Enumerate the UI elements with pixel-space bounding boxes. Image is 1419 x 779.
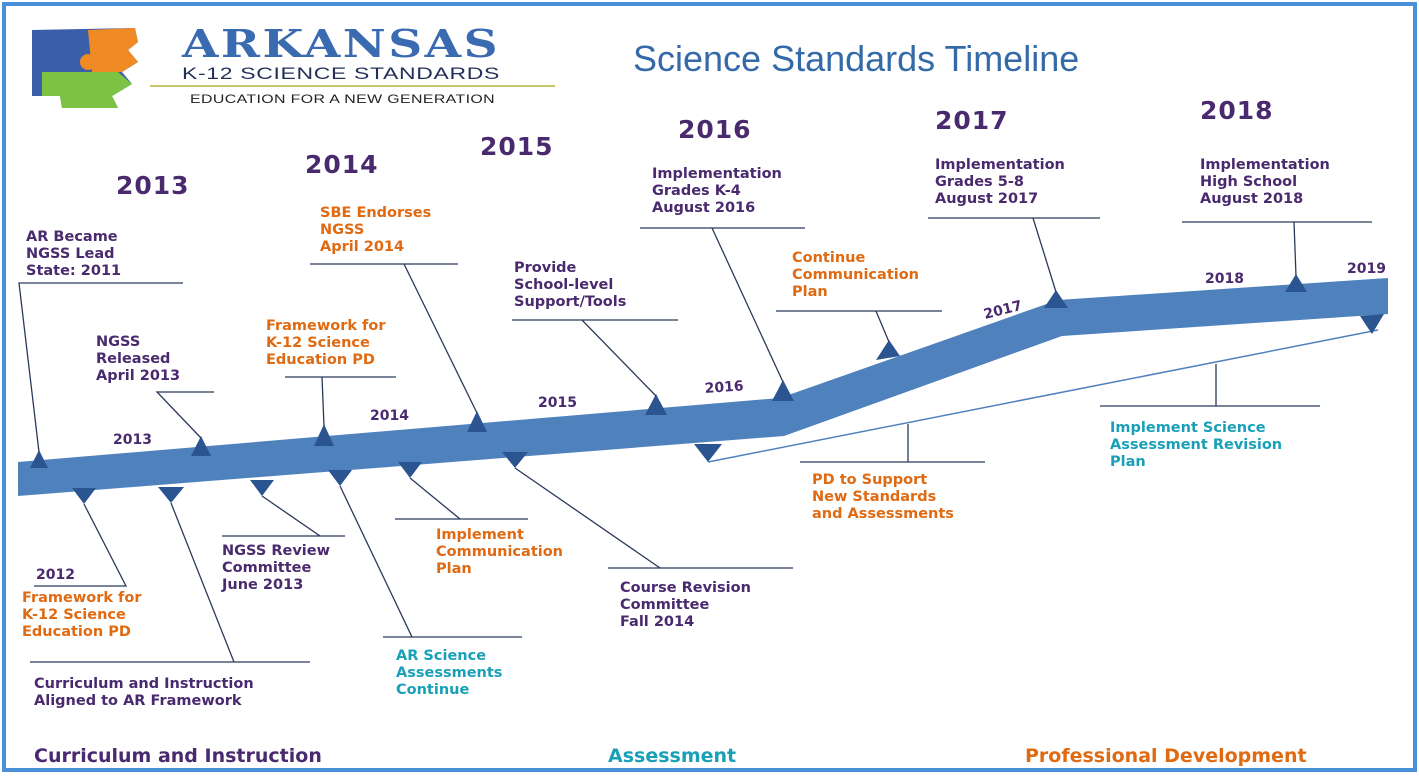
connector-line <box>395 477 528 520</box>
timeline-return-line <box>707 329 1379 463</box>
event-marker <box>314 424 334 446</box>
event-label-implement-communication: Implement Communication Plan <box>436 527 568 577</box>
connector-line <box>928 217 1100 293</box>
line-year-label: 2013 <box>113 432 152 448</box>
event-label-assessment-revision: Implement Science Assessment Revision Pl… <box>1110 420 1287 470</box>
legend-assessment: Assessment <box>608 745 736 767</box>
puzzle-piece-orange-icon <box>88 28 138 72</box>
connector-line <box>640 227 805 383</box>
connector-line <box>1182 221 1372 277</box>
event-label-support-tools: Provide School-level Support/Tools <box>514 260 626 310</box>
event-marker <box>1360 314 1384 334</box>
connector-line <box>310 263 478 414</box>
event-marker <box>250 480 274 496</box>
event-label-impl-high-school: Implementation High School August 2018 <box>1200 157 1335 207</box>
event-marker <box>502 452 528 468</box>
brand-subtitle: K-12 SCIENCE STANDARDS <box>182 64 500 83</box>
puzzle-piece-green-icon <box>42 72 132 108</box>
event-label-ar-lead-state: AR Became NGSS Lead State: 2011 <box>26 229 123 279</box>
event-label-ar-assessments: AR Science Assessments Continue <box>396 648 507 698</box>
event-marker <box>328 470 352 486</box>
puzzle-knob-icon <box>80 54 96 70</box>
line-year-label: 2015 <box>538 395 577 411</box>
event-marker <box>398 462 422 478</box>
event-marker <box>1044 290 1068 308</box>
line-year-label: 2014 <box>370 408 409 424</box>
year-heading: 2015 <box>480 132 554 161</box>
event-marker <box>876 340 900 360</box>
event-label-curriculum-aligned: Curriculum and Instruction Aligned to AR… <box>34 676 259 709</box>
event-label-sbe-endorses: SBE Endorses NGSS April 2014 <box>320 205 436 255</box>
event-label-ngss-released: NGSS Released April 2013 <box>96 334 180 384</box>
page-title: Science Standards Timeline <box>633 38 1079 79</box>
connector-line <box>776 310 942 343</box>
event-marker <box>158 487 184 503</box>
event-label-impl-k4: Implementation Grades K-4 August 2016 <box>652 166 787 216</box>
connector-line <box>155 391 214 439</box>
timeline-band <box>18 278 1388 496</box>
event-marker <box>694 444 722 462</box>
year-heading: 2013 <box>116 171 190 200</box>
event-label-impl-5-8: Implementation Grades 5-8 August 2017 <box>935 157 1070 207</box>
event-marker <box>72 488 96 504</box>
line-year-label: 2016 <box>704 378 744 397</box>
year-heading: 2016 <box>678 115 752 144</box>
year-heading: 2017 <box>935 106 1009 135</box>
brand-name: ARKANSAS <box>181 21 500 66</box>
event-label-framework-pd-2014: Framework for K-12 Science Education PD <box>266 318 391 368</box>
year-2012-label: 2012 <box>36 567 75 583</box>
year-heading: 2014 <box>305 150 379 179</box>
year-heading: 2018 <box>1200 96 1274 125</box>
line-year-label: 2019 <box>1347 261 1386 277</box>
connector-line <box>18 282 183 453</box>
event-marker <box>467 411 487 432</box>
legend-curriculum: Curriculum and Instruction <box>34 745 322 767</box>
event-marker <box>1285 274 1307 292</box>
event-marker <box>772 380 794 401</box>
brand-tagline: EDUCATION FOR A NEW GENERATION <box>190 92 495 106</box>
event-marker <box>191 436 211 456</box>
connector-line <box>512 319 678 397</box>
event-label-framework-pd-2012: Framework for K-12 Science Education PD <box>22 590 147 640</box>
connector-line <box>30 502 310 663</box>
event-label-pd-support: PD to Support New Standards and Assessme… <box>812 472 954 522</box>
event-label-continue-communication: Continue Communication Plan <box>792 250 924 300</box>
event-marker <box>645 394 667 415</box>
line-year-label: 2018 <box>1205 271 1244 287</box>
connector-line <box>285 376 396 427</box>
event-label-course-revision: Course Revision Committee Fall 2014 <box>620 580 756 630</box>
arkansas-logo <box>32 28 138 108</box>
connector-line <box>1100 364 1320 407</box>
event-label-ngss-review-committee: NGSS Review Committee June 2013 <box>221 543 335 593</box>
connector-line <box>222 495 345 537</box>
connector-line <box>339 485 522 638</box>
legend-professional-development: Professional Development <box>1025 745 1307 767</box>
connector-line <box>34 503 128 587</box>
event-marker <box>30 450 48 468</box>
connector-line <box>800 424 985 463</box>
connector-line <box>514 467 793 569</box>
